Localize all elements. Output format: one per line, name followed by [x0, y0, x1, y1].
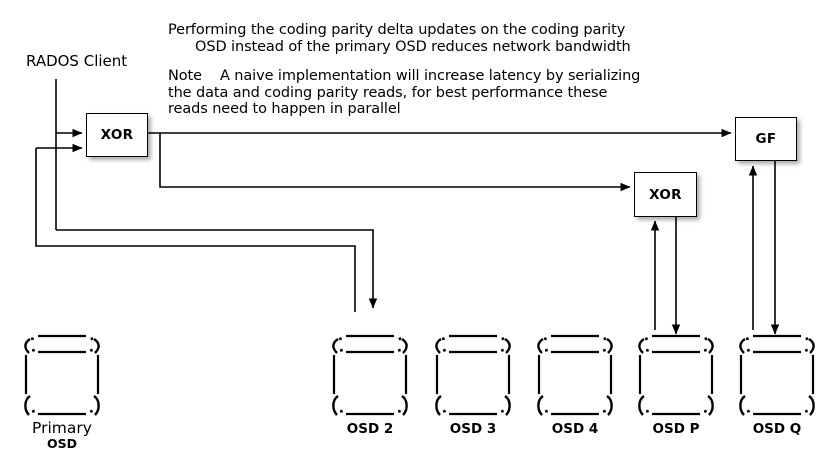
- xor-coding-box[interactable]: XOR: [634, 172, 697, 217]
- osd-cylinder-icon: [739, 334, 815, 416]
- osd-cylinder-icon: [537, 334, 613, 416]
- osd-cylinder-osd3: [431, 330, 515, 418]
- osd-label-osd4: OSD 4: [551, 421, 599, 437]
- rados-client-label: RADOS Client: [26, 52, 128, 70]
- osd-label-primary-line2: OSD: [46, 436, 77, 451]
- osd-label-osdq: OSD Q: [752, 421, 802, 437]
- wire-client-to-osd2: [56, 229, 378, 309]
- osd-label-primary-line1: Primary: [32, 419, 92, 437]
- osd-label-osdp: OSD P: [652, 421, 700, 437]
- osd-cylinder-icon: [638, 334, 714, 416]
- osd-node-osdp[interactable]: OSD P: [634, 330, 718, 437]
- osd-cylinder-primary: [20, 330, 104, 418]
- osd-label-osd3: OSD 3: [449, 421, 497, 437]
- osd-cylinder-osdp: [634, 330, 718, 418]
- osd-label-osd2: OSD 2: [346, 421, 394, 437]
- xor-primary-box[interactable]: XOR: [86, 113, 148, 157]
- osd-cylinder-osdq: [735, 330, 819, 418]
- latency-note-text: Note A naive implementation will increas…: [168, 68, 641, 117]
- osd-node-osdq[interactable]: OSD Q: [735, 330, 819, 437]
- wire-xor-to-xor-coding: [159, 133, 631, 192]
- wire-primaryosd-read-trunk: [35, 148, 356, 312]
- osd-cylinder-icon: [332, 334, 408, 416]
- osd-cylinder-osd2: [328, 330, 412, 418]
- gf-box[interactable]: GF: [735, 117, 797, 161]
- osd-node-osd3[interactable]: OSD 3: [431, 330, 515, 437]
- osd-node-osd4[interactable]: OSD 4: [533, 330, 617, 437]
- title-note-text: Performing the coding parity delta updat…: [168, 22, 631, 55]
- osd-cylinder-icon: [435, 334, 511, 416]
- osd-cylinder-icon: [24, 334, 100, 416]
- osd-cylinder-osd4: [533, 330, 617, 418]
- osd-node-osd2[interactable]: OSD 2: [328, 330, 412, 437]
